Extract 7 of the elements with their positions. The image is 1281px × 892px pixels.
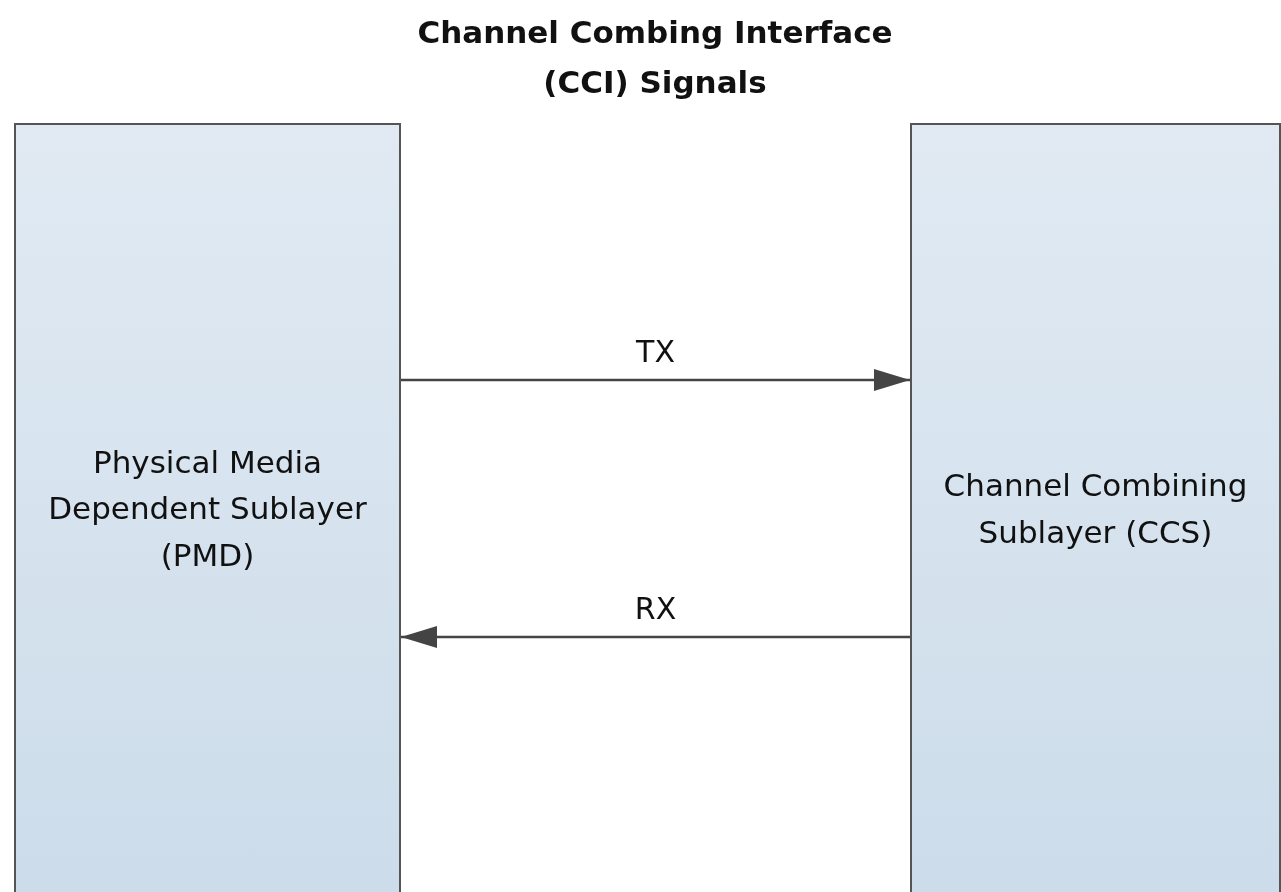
sublayer-label: Channel Combining Sublayer (CCS) — [942, 466, 1249, 552]
diagram-title: Channel Combing Interface (CCI) Signals — [416, 13, 894, 102]
arrow — [401, 626, 910, 648]
arrow — [401, 369, 910, 391]
sublayer-box — [910, 123, 1281, 892]
sublayer-box — [14, 123, 401, 892]
sublayer-label: Physical Media Dependent Sublayer (PMD) — [47, 442, 368, 575]
